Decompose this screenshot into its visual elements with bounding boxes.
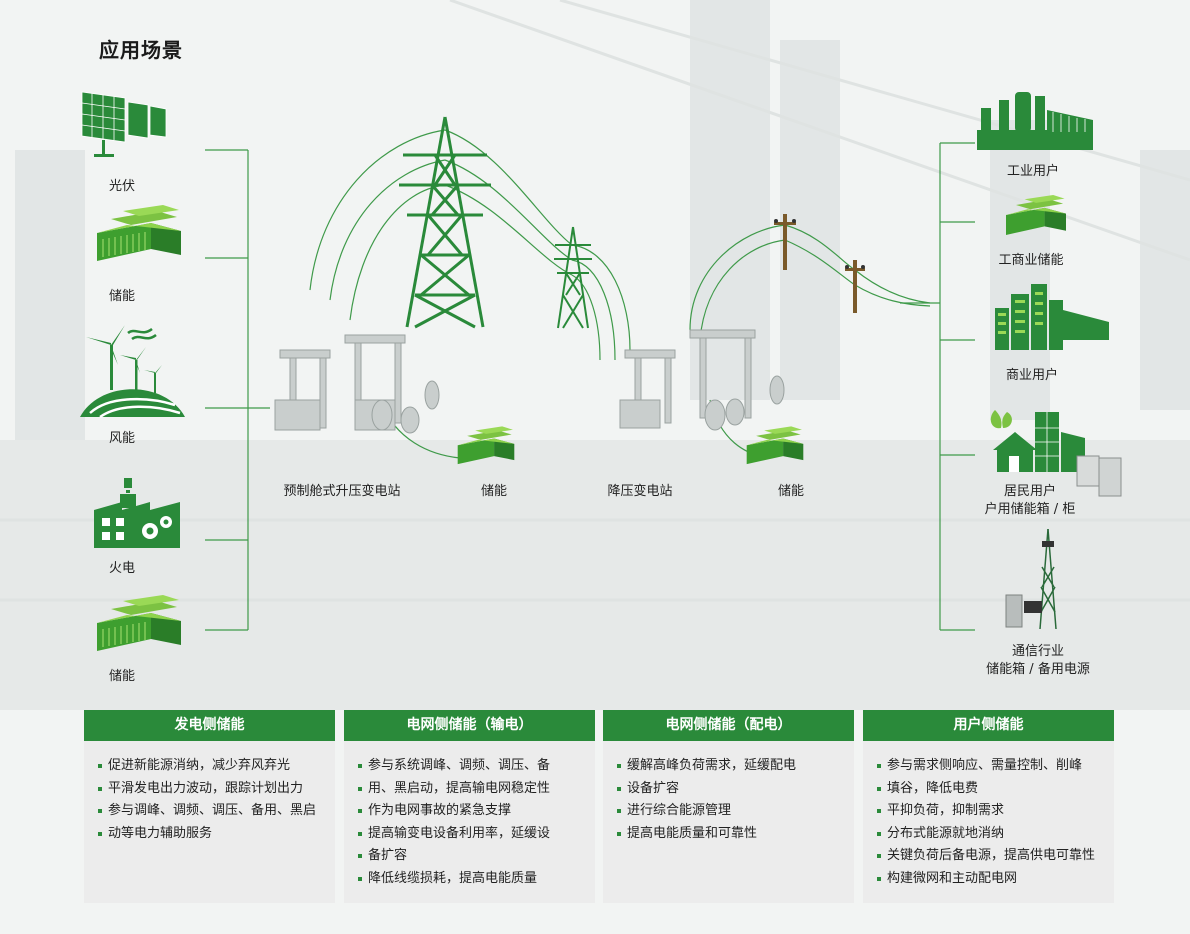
card-transmission-item: 备扩容 [356, 845, 581, 868]
card-distribution-item: 进行综合能源管理 [615, 800, 840, 823]
card-user: 用户侧储能 参与需求侧响应、需量控制、削峰 填谷，降低电费 平抑负荷，抑制需求 … [863, 710, 1114, 903]
right-label-residential: 居民用户 [1003, 484, 1057, 499]
middle-label-storage-1: 储能 [480, 484, 508, 499]
factory-icon [977, 92, 1093, 150]
card-user-item: 关键负荷后备电源，提高供电可靠性 [875, 845, 1100, 868]
left-label-wind: 风能 [108, 431, 136, 446]
card-user-header: 用户侧储能 [863, 710, 1114, 741]
card-generation: 发电侧储能 促进新能源消纳，减少弃风弃光 平滑发电出力波动，跟踪计划出力 参与调… [84, 710, 335, 903]
card-generation-item: 促进新能源消纳，减少弃风弃光 [96, 755, 321, 778]
solar-panel-icon [81, 91, 167, 157]
card-transmission-item: 作为电网事故的紧急支撑 [356, 800, 581, 823]
card-generation-item: 平滑发电出力波动，跟踪计划出力 [96, 778, 321, 801]
card-transmission-header: 电网侧储能（输电） [344, 710, 595, 741]
card-distribution-item: 提高电能质量和可靠性 [615, 823, 840, 846]
transmission-tower-icon [399, 116, 491, 329]
card-user-item: 填谷，降低电费 [875, 778, 1100, 801]
thermal-plant-icon [94, 478, 180, 548]
battery-container-icon [1006, 195, 1066, 235]
wind-turbine-icon [80, 325, 185, 419]
right-label-telecom: 通信行业 [1011, 644, 1065, 659]
transmission-tower-small-icon [554, 226, 592, 329]
residential-house-icon [990, 410, 1122, 497]
right-label-commercial: 商业用户 [1005, 368, 1059, 383]
card-distribution-item: 缓解高峰负荷需求，延缓配电 [615, 755, 840, 778]
card-transmission-item: 提高输变电设备利用率，延缓设 [356, 823, 581, 846]
card-transmission: 电网侧储能（输电） 参与系统调峰、调频、调压、备 用、黑启动，提高输电网稳定性 … [344, 710, 595, 903]
right-label-ci-storage: 工商业储能 [998, 253, 1064, 268]
card-generation-header: 发电侧储能 [84, 710, 335, 741]
card-transmission-item: 降低线缆损耗，提高电能质量 [356, 868, 581, 891]
battery-container-icon [97, 595, 181, 651]
telecom-tower-icon [1005, 528, 1057, 630]
left-label-storage-1: 储能 [108, 289, 136, 304]
middle-label-substation-down: 降压变电站 [607, 484, 673, 499]
battery-container-icon [457, 426, 515, 465]
card-generation-item: 参与调峰、调频、调压、备用、黑启 [96, 800, 321, 823]
card-user-item: 分布式能源就地消纳 [875, 823, 1100, 846]
battery-container-icon [97, 205, 181, 261]
card-user-item: 平抑负荷，抑制需求 [875, 800, 1100, 823]
card-user-item: 构建微网和主动配电网 [875, 868, 1100, 891]
card-distribution: 电网侧储能（配电） 缓解高峰负荷需求，延缓配电 设备扩容 进行综合能源管理 提高… [603, 710, 854, 903]
right-label-industrial: 工业用户 [1006, 164, 1060, 179]
card-transmission-item: 用、黑启动，提高输电网稳定性 [356, 778, 581, 801]
substation-up-icon [274, 334, 440, 434]
middle-label-substation-up: 预制舱式升压变电站 [283, 484, 401, 499]
commercial-building-icon [995, 284, 1109, 350]
left-label-storage-2: 储能 [108, 669, 136, 684]
right-label-residential-2: 户用储能箱 / 柜 [984, 502, 1076, 517]
card-distribution-item: 设备扩容 [615, 778, 840, 801]
middle-label-storage-2: 储能 [777, 484, 805, 499]
left-label-solar: 光伏 [108, 179, 136, 194]
card-generation-item: 动等电力辅助服务 [96, 823, 321, 846]
left-label-thermal: 火电 [108, 561, 136, 576]
card-transmission-item: 参与系统调峰、调频、调压、备 [356, 755, 581, 778]
card-user-item: 参与需求侧响应、需量控制、削峰 [875, 755, 1100, 778]
battery-container-icon [746, 426, 804, 465]
card-distribution-header: 电网侧储能（配电） [603, 710, 854, 741]
page-title: 应用场景 [99, 38, 183, 62]
utility-pole-icon [845, 260, 865, 313]
utility-pole-icon [774, 214, 796, 270]
substation-down-icon [619, 329, 785, 431]
right-label-telecom-2: 储能箱 / 备用电源 [986, 662, 1090, 677]
